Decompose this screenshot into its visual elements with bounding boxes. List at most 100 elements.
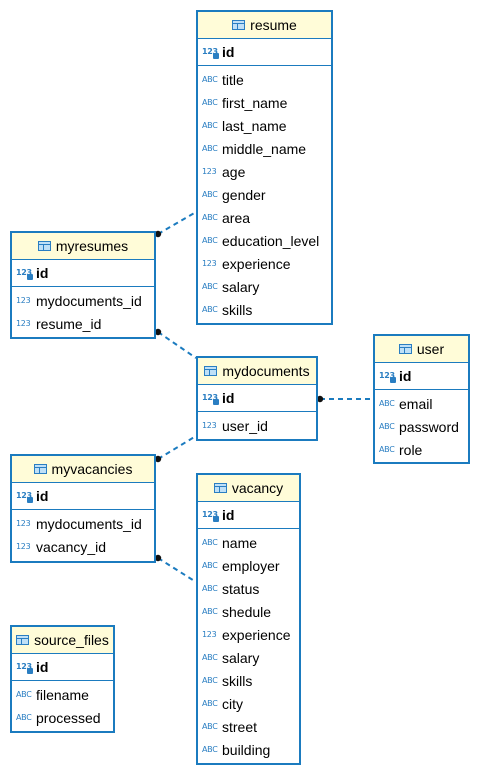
numeric-type-icon: 123 — [202, 166, 217, 176]
column-name: id — [36, 488, 49, 504]
column-name: last_name — [222, 117, 287, 134]
entity-header[interactable]: mydocuments — [198, 358, 316, 385]
text-type-icon: ABC — [202, 537, 218, 547]
text-type-icon: ABC — [202, 675, 218, 685]
text-type-icon: ABC — [202, 304, 218, 314]
column-name: filename — [36, 686, 89, 703]
column-name: employer — [222, 557, 280, 574]
entity-header[interactable]: source_files — [12, 627, 113, 654]
numeric-type-icon: 123 — [16, 492, 33, 503]
link-end-dot — [316, 395, 324, 403]
text-type-icon: ABC — [202, 120, 218, 130]
text-type-icon: ABC — [202, 189, 218, 199]
text-type-icon: ABC — [202, 235, 218, 245]
column-row[interactable]: ABC skills — [198, 669, 299, 692]
column-name: salary — [222, 649, 260, 666]
text-type-icon: ABC — [16, 712, 32, 722]
entity-header[interactable]: vacancy — [198, 475, 299, 502]
numeric-type-icon: 123 — [16, 541, 31, 551]
column-name: education_level — [222, 232, 320, 249]
numeric-type-icon: 123 — [202, 394, 219, 405]
column-name: experience — [222, 255, 291, 272]
text-type-icon: ABC — [202, 583, 218, 593]
column-name: id — [222, 44, 235, 60]
text-type-icon: ABC — [202, 212, 218, 222]
column-row[interactable]: ABC city — [198, 692, 299, 715]
column-name: city — [222, 695, 243, 712]
link-myresumes-mydocuments — [157, 331, 197, 359]
column-row[interactable]: ABC area — [198, 206, 331, 229]
text-type-icon: ABC — [202, 97, 218, 107]
entity-header[interactable]: resume — [198, 12, 331, 39]
column-name: name — [222, 534, 258, 551]
entity-header[interactable]: myvacancies — [12, 456, 154, 483]
column-row[interactable]: ABC education_level — [198, 229, 331, 252]
column-row[interactable]: ABC employer — [198, 554, 299, 577]
text-type-icon: ABC — [16, 689, 32, 699]
text-type-icon: ABC — [379, 398, 395, 408]
column-name: skills — [222, 672, 253, 689]
primary-key-icon — [213, 53, 219, 59]
column-name: area — [222, 209, 251, 226]
numeric-type-icon: 123 — [16, 295, 31, 305]
entity-title: mydocuments — [222, 363, 310, 379]
text-type-icon: ABC — [202, 560, 218, 570]
text-type-icon: ABC — [202, 721, 218, 731]
text-type-icon: ABC — [202, 744, 218, 754]
column-row[interactable]: ABC filename — [12, 683, 113, 706]
column-row[interactable]: ABC name — [198, 531, 299, 554]
column-name: id — [399, 368, 412, 384]
column-name: id — [36, 265, 49, 281]
numeric-type-icon: 123 — [16, 518, 31, 528]
link-myvacancies-mydocuments — [157, 435, 197, 460]
primary-key-icon — [213, 399, 219, 405]
column-name: id — [222, 390, 235, 406]
column-name: middle_name — [222, 140, 307, 157]
primary-key-icon — [390, 377, 396, 383]
entity-header[interactable]: myresumes — [12, 233, 154, 260]
column-name: status — [222, 580, 260, 597]
column-row[interactable]: ABC last_name — [198, 114, 331, 137]
column-row[interactable]: ABC status — [198, 577, 299, 600]
table-icon — [398, 344, 412, 354]
text-type-icon: ABC — [202, 698, 218, 708]
entity-header[interactable]: user — [375, 336, 468, 363]
